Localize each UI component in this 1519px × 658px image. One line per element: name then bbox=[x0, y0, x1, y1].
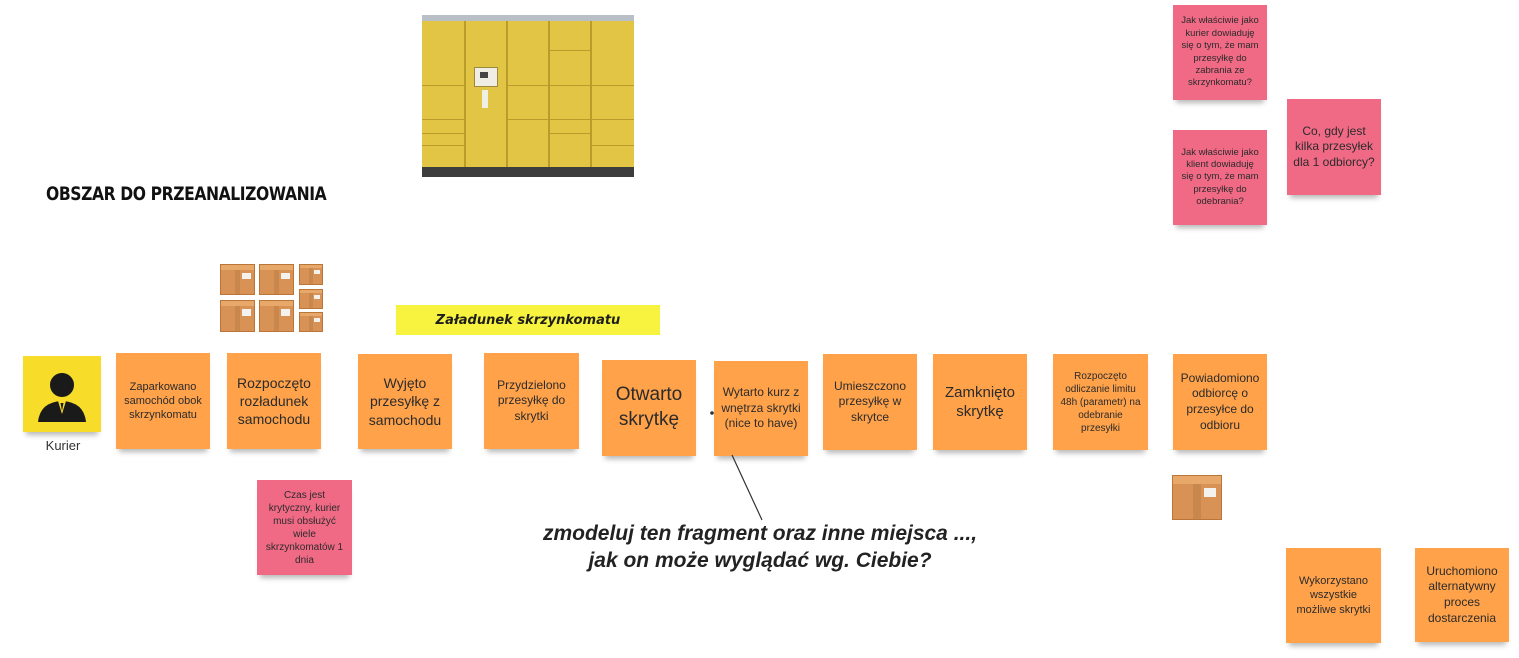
event-locker-assigned[interactable]: Przydzielono przesyłkę do skrytki bbox=[484, 353, 579, 449]
event-locker-opened[interactable]: Otwarto skrytkę bbox=[602, 360, 696, 456]
event-parked[interactable]: Zaparkowano samochód obok skrzynkomatu bbox=[116, 353, 210, 449]
question-text: zmodeluj ten fragment oraz inne miejsca … bbox=[500, 520, 1020, 575]
event-unloading-started[interactable]: Rozpoczęto rozładunek samochodu bbox=[227, 353, 321, 449]
event-countdown-started[interactable]: Rozpoczęto odliczanie limitu 48h (parame… bbox=[1053, 354, 1148, 450]
hotspot-courier-pickup[interactable]: Jak właściwie jako kurier dowiaduję się … bbox=[1173, 5, 1267, 100]
event-parcel-placed[interactable]: Umieszczono przesyłkę w skrytce bbox=[823, 354, 917, 450]
event-locker-closed[interactable]: Zamknięto skrytkę bbox=[933, 354, 1027, 450]
hotspot-multiple-parcels[interactable]: Co, gdy jest kilka przesyłek dla 1 odbio… bbox=[1287, 99, 1381, 195]
parcel-icon bbox=[1172, 475, 1222, 520]
event-recipient-notified[interactable]: Powiadomiono odbiorcę o przesyłce do odb… bbox=[1173, 354, 1267, 450]
phase-label: Załadunek skrzynkomatu bbox=[396, 305, 660, 335]
actor-card[interactable] bbox=[23, 356, 101, 432]
question-line-2: jak on może wyglądać wg. Ciebie? bbox=[588, 549, 932, 573]
event-parcel-taken[interactable]: Wyjęto przesyłkę z samochodu bbox=[358, 354, 452, 449]
board-title: Obszar do przeanalizowania bbox=[46, 183, 327, 205]
parcel-locker-image bbox=[422, 15, 634, 177]
hotspot-time-critical[interactable]: Czas jest krytyczny, kurier musi obsłuży… bbox=[257, 480, 352, 575]
event-alternative-delivery[interactable]: Uruchomiono alternatywny proces dostarcz… bbox=[1415, 548, 1509, 642]
person-icon bbox=[38, 373, 86, 422]
question-line-1: zmodeluj ten fragment oraz inne miejsca … bbox=[542, 522, 978, 545]
event-dust-wiped[interactable]: Wytarto kurz z wnętrza skrytki (nice to … bbox=[714, 361, 808, 456]
event-all-lockers-used[interactable]: Wykorzystano wszystkie możliwe skrytki bbox=[1286, 548, 1381, 643]
hotspot-client-notification[interactable]: Jak właściwie jako klient dowiaduję się … bbox=[1173, 130, 1267, 225]
actor-label: Kurier bbox=[45, 438, 81, 453]
